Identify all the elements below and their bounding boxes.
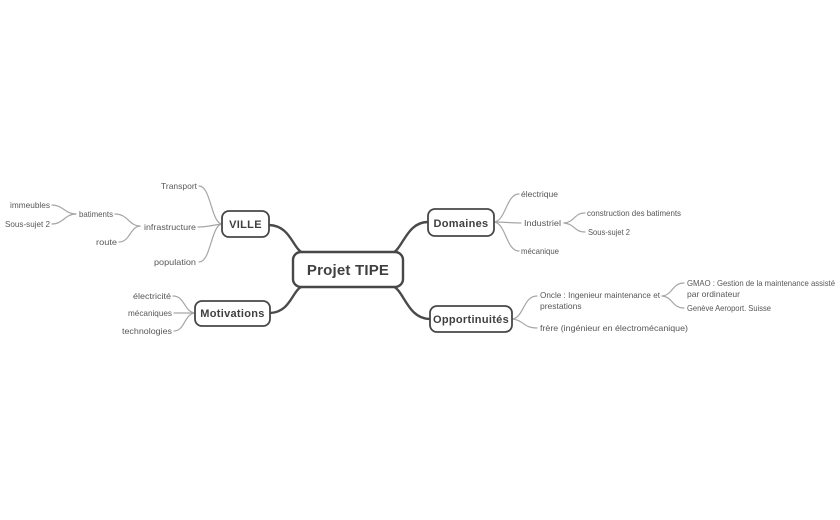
motivations-label: Motivations [200,308,264,320]
label-transport[interactable]: Transport [161,181,198,191]
connector-opportinuites-oncle [511,295,538,320]
label-immeubles[interactable]: immeubles [10,200,50,210]
label-oncle-line1[interactable]: Oncle : Ingenieur maintenance et [540,290,661,300]
label-oncle-line2[interactable]: prestations [540,301,582,311]
connector-batiments-immeubles [51,204,77,215]
connector-motivations-technologies [173,312,196,332]
connector-industriel-sous-sujet-2 [563,222,586,233]
domaines-label: Domaines [434,218,489,230]
label-mecanique[interactable]: mécanique [521,246,559,256]
opportinuites-label: Opportinuités [433,314,509,326]
connector-ville-population [198,223,223,263]
label-gmao[interactable]: GMAO : Gestion de la maintenance assisté… [687,278,835,299]
node-root[interactable]: Projet TIPE [291,250,405,289]
label-electricite[interactable]: électricité [133,291,171,301]
label-electrique[interactable]: électrique [521,189,558,199]
label-route[interactable]: route [96,237,117,247]
connector-industriel-construction [563,212,586,224]
label-sous-sujet-2-left[interactable]: Sous-sujet 2 [5,219,50,229]
label-infrastructure[interactable]: infrastructure [144,222,196,232]
domaines-box[interactable] [427,208,495,237]
connector-root-ville [267,223,307,256]
label-gmao-line2[interactable]: par ordinateur [687,289,740,299]
ville-box[interactable] [221,210,270,238]
label-gmao-line1[interactable]: GMAO : Gestion de la maintenance assisté [687,278,835,288]
root-label: Projet TIPE [307,262,389,279]
connector-infrastructure-batiments [114,213,141,227]
root-box[interactable] [291,250,405,289]
connector-oncle-gmao [661,282,685,297]
sub-connectors [51,185,685,332]
connector-domaines-mecanique [493,221,520,252]
label-mecaniques[interactable]: mécaniques [128,308,172,318]
label-frere[interactable]: frère (ingénieur en électromécanique) [540,323,688,333]
node-motivations[interactable]: Motivations [194,300,271,327]
connector-root-opportinuites [390,284,432,321]
label-technologies[interactable]: technologies [122,326,172,336]
node-domaines[interactable]: Domaines [427,208,495,237]
connector-batiments-sous-sujet-2 [51,213,77,225]
label-geneve-aeroport[interactable]: Genève Aeroport. Suisse [687,303,771,313]
node-ville[interactable]: VILLE [221,210,270,238]
ville-label: VILLE [229,219,262,231]
node-opportinuites[interactable]: Opportinuités [429,305,513,333]
label-batiments[interactable]: batiments [79,209,113,219]
connector-infrastructure-route [118,225,141,243]
label-sous-sujet-2-right[interactable]: Sous-sujet 2 [588,227,630,237]
connector-root-domaines [389,220,430,256]
connector-opportinuites-frere [511,318,538,329]
label-oncle[interactable]: Oncle : Ingenieur maintenance et prestat… [540,290,661,311]
connector-oncle-geneve [661,295,685,309]
label-population[interactable]: population [154,257,196,267]
opportinuites-box[interactable] [429,305,513,333]
connector-ville-transport [198,185,223,225]
connector-domaines-industriel [493,221,522,224]
motivations-box[interactable] [194,300,271,327]
connector-domaines-electrique [493,193,520,223]
label-construction-des-batiments[interactable]: construction des batiments [587,208,681,218]
label-industriel[interactable]: Industriel [524,218,561,228]
connector-root-motivations [268,284,306,315]
connector-motivations-electricite [172,295,196,314]
